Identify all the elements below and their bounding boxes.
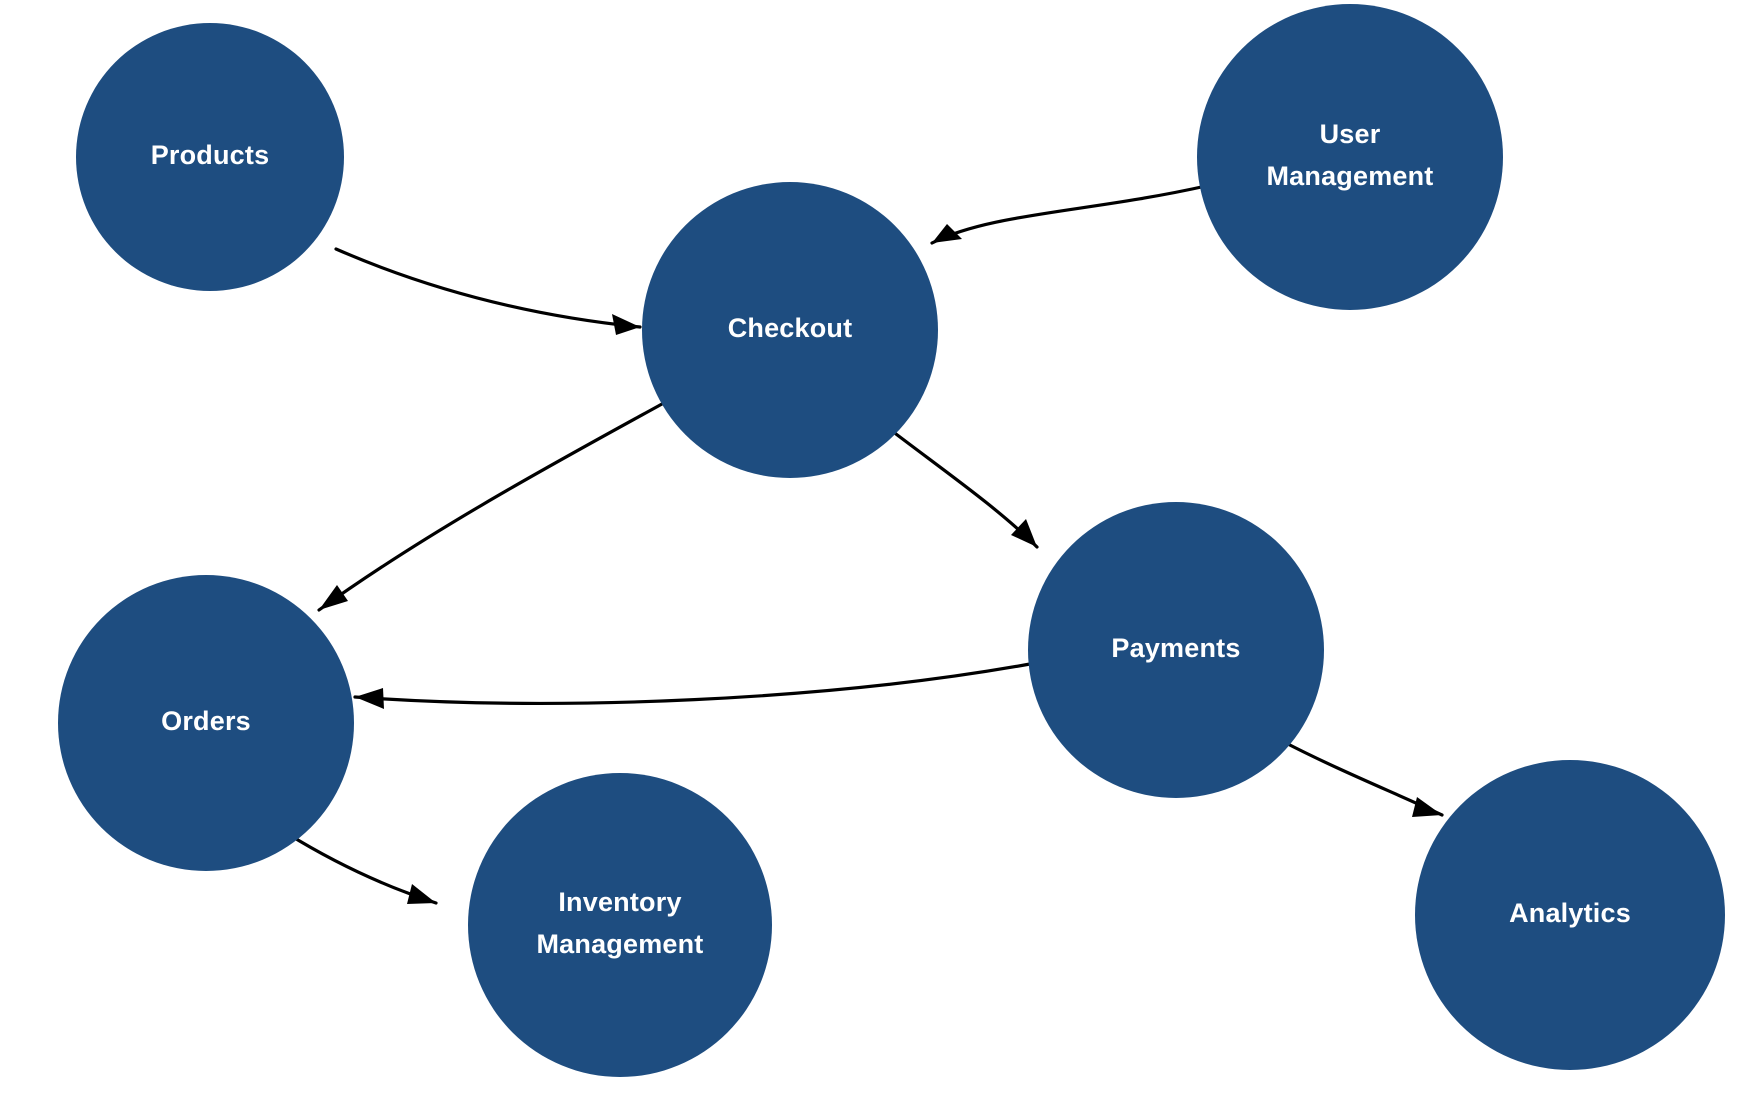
edge-line [334,247,642,329]
node-shape[interactable] [642,182,938,478]
node-shape[interactable] [58,575,354,871]
node-label: Products [151,140,270,170]
edge-line [317,402,664,612]
edge-payments-to-orders [353,662,1032,709]
edge-payments-to-analytics [1282,740,1444,817]
node-label: Orders [161,706,251,736]
edge-orders-to-inventory-management [286,832,438,905]
node-orders[interactable]: Orders [58,575,354,871]
edge-products-to-checkout [334,247,642,335]
arrowhead-icon [1412,797,1442,817]
node-shape[interactable] [1028,502,1324,798]
edge-checkout-to-orders [317,402,664,612]
edge-user-management-to-checkout [930,184,1208,245]
node-label: Payments [1111,633,1240,663]
node-shape[interactable] [76,23,344,291]
arrowhead-icon [1011,519,1037,547]
node-payments[interactable]: Payments [1028,502,1324,798]
node-products[interactable]: Products [76,23,344,291]
edge-line [353,662,1032,705]
arrowhead-icon [319,585,348,610]
node-shape[interactable] [1415,760,1725,1070]
node-label: Checkout [728,313,853,343]
node-shape[interactable] [468,773,772,1077]
edge-checkout-to-payments [894,432,1039,549]
arrowhead-icon [932,224,962,243]
edges-layer [286,184,1444,905]
node-analytics[interactable]: Analytics [1415,760,1725,1070]
arrowhead-icon [355,688,384,709]
edge-line [930,184,1208,245]
node-shape[interactable] [1197,4,1503,310]
node-label: Analytics [1509,898,1631,928]
arrowhead-icon [612,314,640,335]
node-checkout[interactable]: Checkout [642,182,938,478]
arrowhead-icon [407,884,436,904]
